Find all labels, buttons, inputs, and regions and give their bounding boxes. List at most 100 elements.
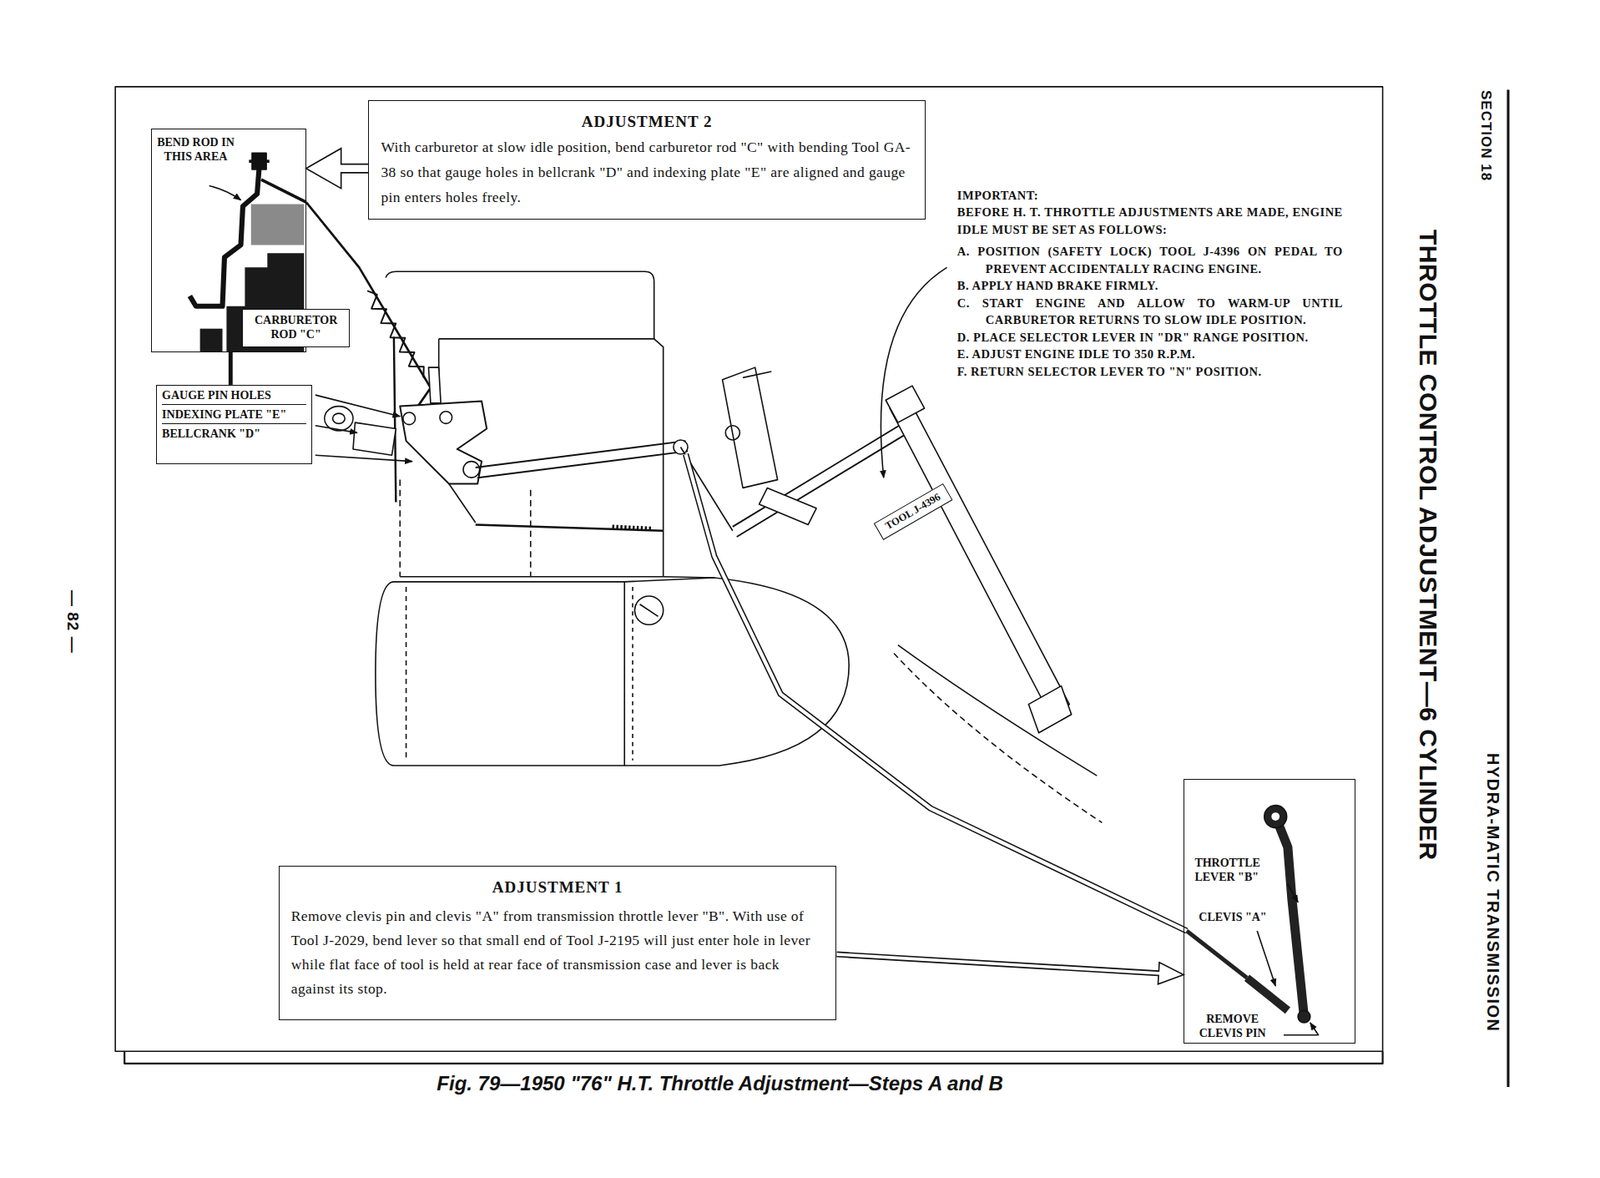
carburetor-rod-detail <box>261 179 307 202</box>
carburetor-rod-detail <box>200 328 223 353</box>
throttle-linkage <box>306 201 431 414</box>
illustration <box>115 86 1509 1087</box>
throttle-lever-detail <box>1186 930 1247 978</box>
leader-line <box>315 454 413 461</box>
accelerator-pedal <box>898 645 1097 776</box>
inset-frame: THROTTLE LEVER "B"CLEVIS "A"REMOVE CLEVI… <box>1183 778 1355 1045</box>
callout-heading: ADJUSTMENT 1 <box>291 878 825 897</box>
note-step: B. APPLY HAND BRAKE FIRMLY. <box>957 277 1343 295</box>
throttle-linkage <box>475 524 664 530</box>
callout-heading: ADJUSTMENT 2 <box>380 112 914 132</box>
throttle-linkage <box>475 440 687 468</box>
leader-line <box>880 267 947 478</box>
throttle-linkage <box>393 336 396 502</box>
throttle-linkage <box>725 425 740 440</box>
carburetor-rod-detail <box>189 152 306 385</box>
throttle-lever-detail <box>1264 805 1288 828</box>
throttle-linkage <box>324 406 354 431</box>
throttle-lever-detail <box>1283 1022 1319 1035</box>
throttle-linkage <box>722 367 778 488</box>
part-label: REMOVE CLEVIS PIN <box>1188 1011 1277 1040</box>
throttle-linkage <box>759 487 817 525</box>
engine-outline <box>634 595 663 625</box>
throttle-linkage <box>333 413 346 424</box>
callout-arrow <box>306 148 369 189</box>
part-label: CARBURETOR ROD "C" <box>246 312 347 342</box>
note-heading: IMPORTANT: <box>957 186 1343 205</box>
callout-box: ADJUSTMENT 1 Remove clevis pin and clevis… <box>278 865 838 1021</box>
engine-outline <box>399 575 663 578</box>
leader-line <box>315 267 948 478</box>
figure-frame <box>124 1050 1383 1064</box>
accelerator-pedal <box>889 398 1070 717</box>
tool-label: TOOL J-4396 <box>873 483 953 541</box>
transmission-throttle-rod <box>686 454 1187 931</box>
throttle-lever-detail <box>1256 930 1276 986</box>
throttle-linkage <box>403 412 416 425</box>
throttle-linkage <box>306 201 909 537</box>
engine-outline <box>398 479 401 577</box>
arrow-head <box>1157 962 1184 985</box>
note-intro: BEFORE H. T. THROTTLE ADJUSTMENTS ARE MA… <box>957 203 1343 238</box>
accelerator-pedal <box>885 385 1102 823</box>
note-step: F. RETURN SELECTOR LEVER TO "N" POSITION… <box>957 363 1343 381</box>
accelerator-pedal <box>1028 686 1071 733</box>
throttle-linkage <box>463 461 480 479</box>
part-label: GAUGE PIN HOLES <box>161 388 307 405</box>
carburetor-rod-detail <box>251 204 305 246</box>
carburetor-rod-detail <box>228 352 233 385</box>
engine-outline <box>640 604 659 617</box>
part-label: THROTTLE LEVER "B" <box>1194 855 1281 884</box>
figure-frame <box>115 86 1383 1051</box>
throttle-linkage <box>367 290 424 378</box>
engine-outline <box>529 489 532 577</box>
throttle-linkage <box>439 411 453 424</box>
note-step: C. START ENGINE AND ALLOW TO WARM-UP UNT… <box>957 294 1343 329</box>
section-title: THROTTLE CONTROL ADJUSTMENT—6 CYLINDER <box>1413 229 1443 861</box>
callout-arrow <box>836 953 1184 985</box>
section-number: SECTION 18 <box>1477 90 1495 182</box>
engine-outline <box>631 586 634 761</box>
callout-box: ADJUSTMENT 2With carburetor at slow idle… <box>368 100 926 220</box>
arrow-head <box>306 148 342 189</box>
throttle-lever-detail <box>1246 977 1288 1010</box>
figure-frame <box>115 86 1383 1064</box>
part-label: BELLCRANK "D" <box>161 426 307 441</box>
throttle-lever-detail <box>1186 805 1319 1035</box>
transmission-throttle-rod <box>686 454 1187 931</box>
callout-text: Remove clevis pin and clevis "A" from tr… <box>291 903 825 1001</box>
note-block: IMPORTANT:BEFORE H. T. THROTTLE ADJUSTME… <box>957 186 1343 381</box>
note-step: D. PLACE SELECTOR LEVER IN "DR" RANGE PO… <box>957 328 1343 347</box>
engine-outline <box>385 271 655 339</box>
inset-note: BEND ROD IN THIS AREA <box>156 135 236 164</box>
throttle-linkage <box>732 422 904 527</box>
throttle-lever-detail <box>1271 812 1280 821</box>
throttle-lever-detail <box>1287 883 1298 903</box>
arrow-shaft-inner <box>338 164 369 172</box>
throttle-linkage <box>399 400 487 484</box>
part-label-box: CARBURETOR ROD "C" <box>242 308 351 347</box>
throttle-linkage <box>353 422 396 455</box>
leader-line <box>315 394 400 417</box>
throttle-linkage <box>449 484 476 523</box>
throttle-lever-detail <box>1297 1009 1311 1023</box>
transmission-throttle-rod <box>686 454 1187 931</box>
header-rule <box>1507 90 1510 1087</box>
carburetor-rod-detail <box>189 167 259 307</box>
throttle-linkage <box>742 371 772 378</box>
throttle-linkage <box>673 439 688 455</box>
throttle-linkage <box>428 367 441 404</box>
engine-outline <box>663 576 715 578</box>
callout-text: With carburetor at slow idle position, b… <box>380 134 914 210</box>
throttle-linkage <box>612 526 654 529</box>
accelerator-pedal <box>885 385 924 423</box>
engine-outline <box>405 586 408 761</box>
figure-caption: Fig. 79—1950 "76" H.T. Throttle Adjustme… <box>436 1071 1003 1096</box>
carburetor-rod-detail <box>209 186 242 201</box>
section-subject: HYDRA-MATIC TRANSMISSION <box>1483 752 1503 1033</box>
leader-line <box>315 425 358 434</box>
note-step: A. POSITION (SAFETY LOCK) TOOL J-4396 ON… <box>957 242 1343 278</box>
carburetor-rod-detail <box>248 159 269 163</box>
label-stack: GAUGE PIN HOLESINDEXING PLATE "E"BELLCRA… <box>156 384 313 465</box>
